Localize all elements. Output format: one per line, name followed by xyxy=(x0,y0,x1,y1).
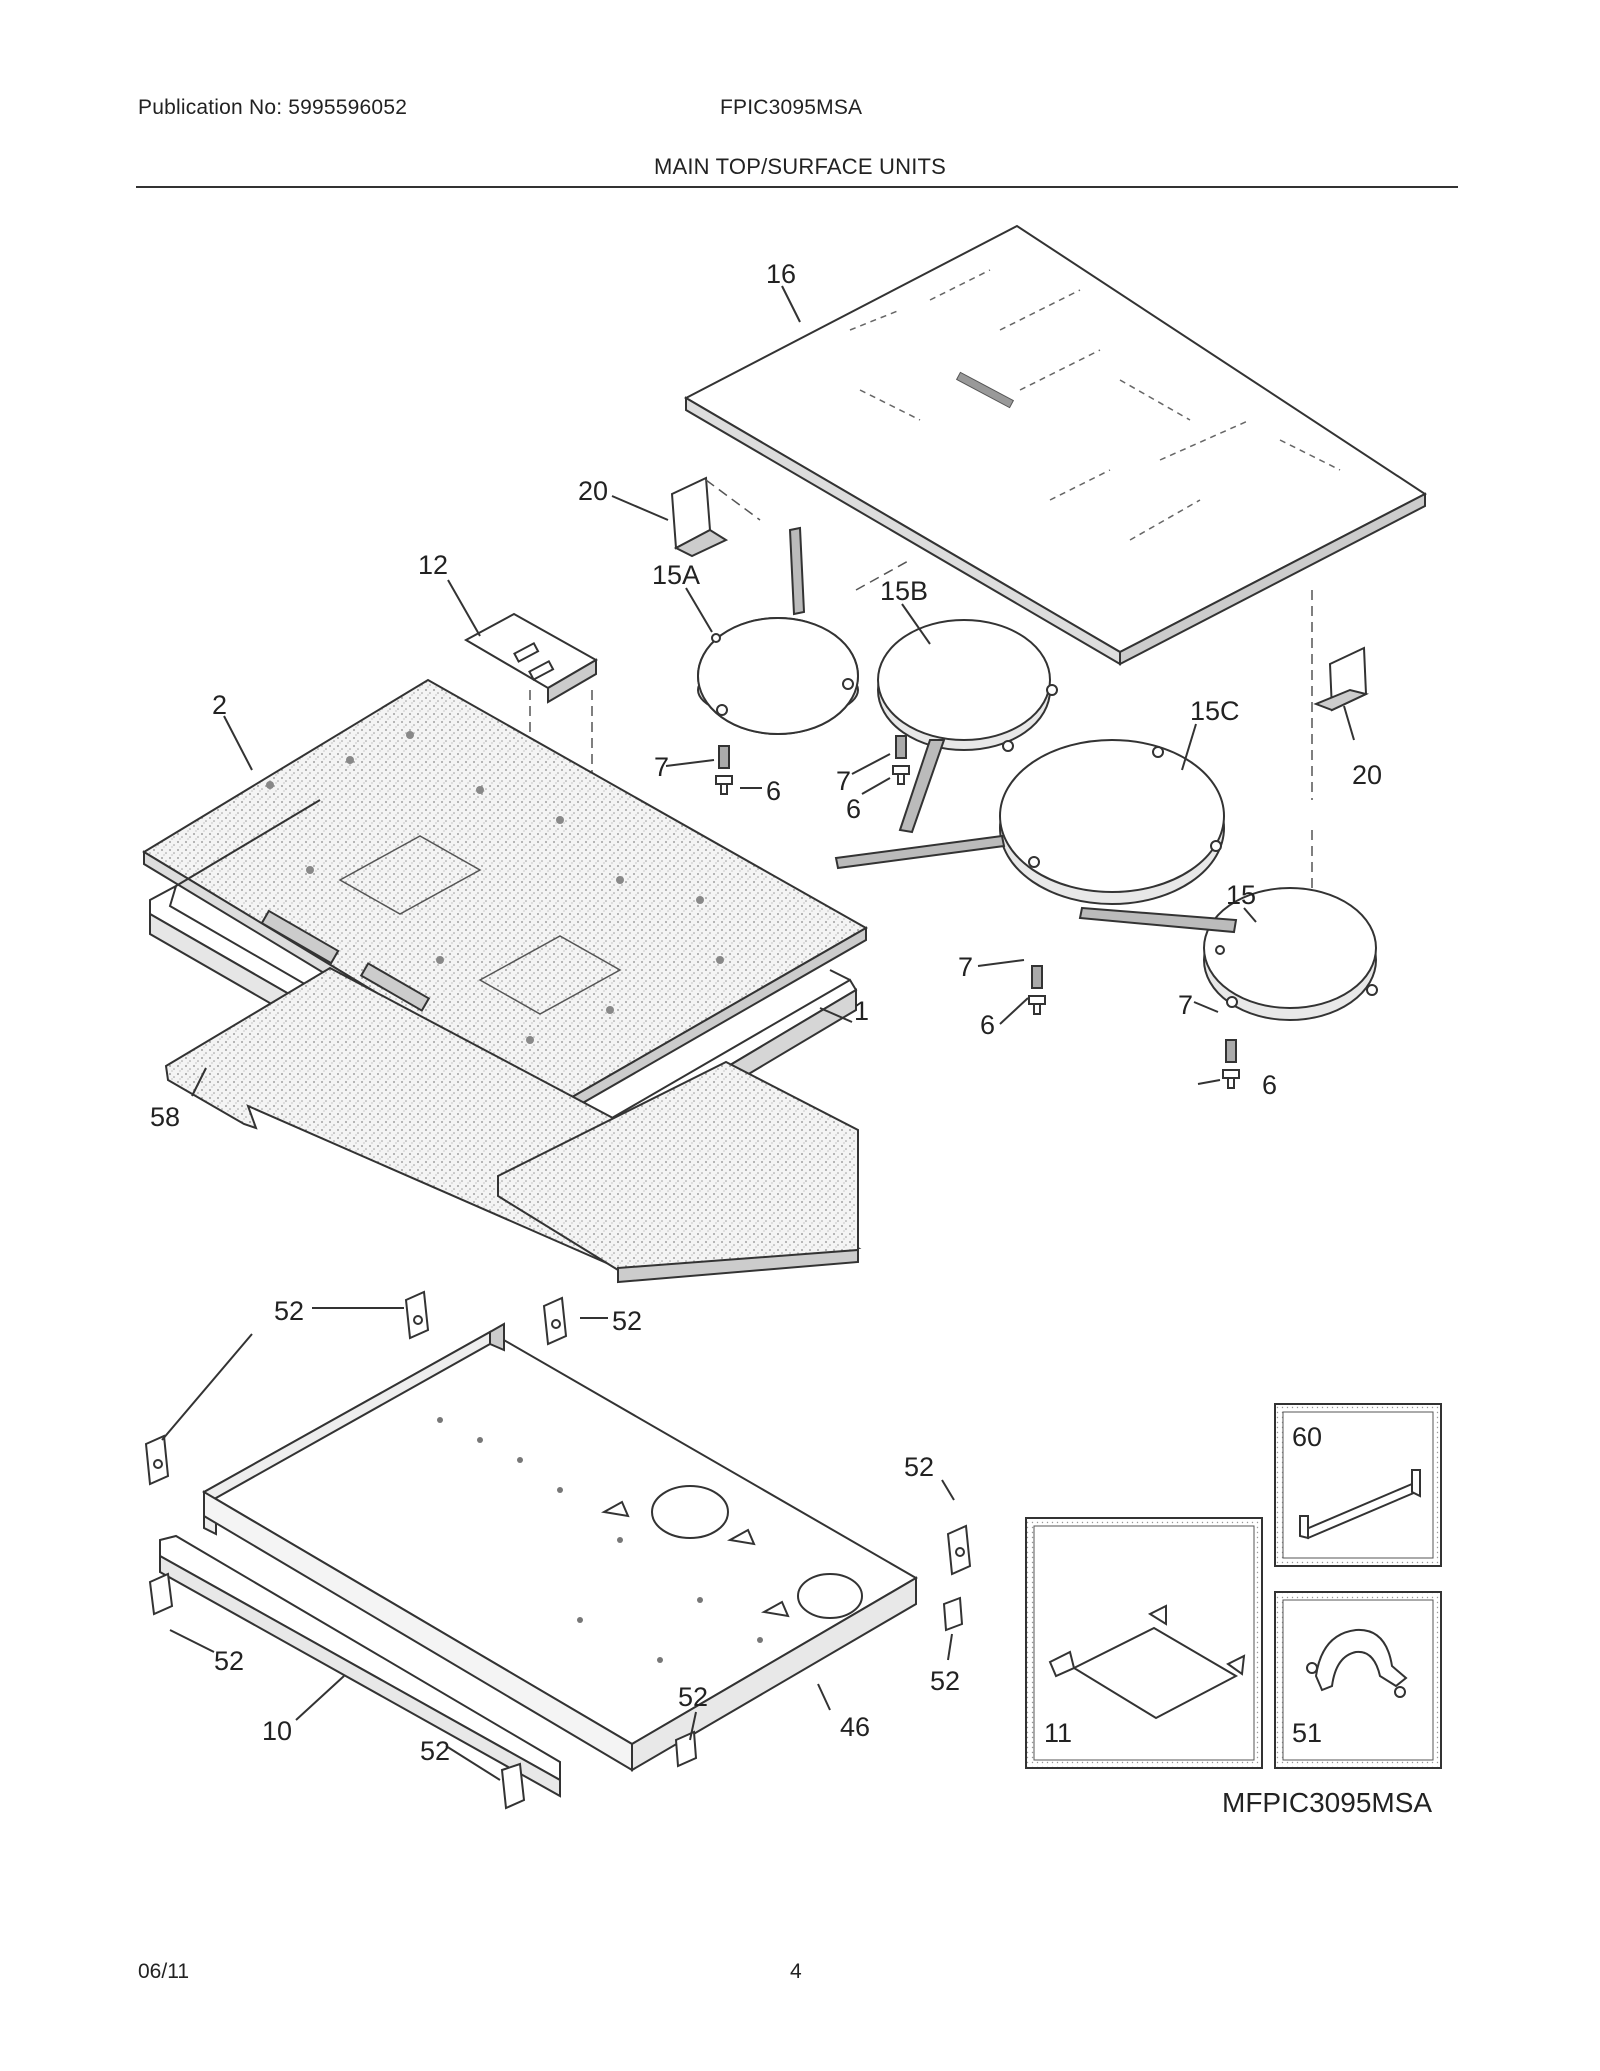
inset-frame-11 xyxy=(1025,1517,1263,1769)
callout-12: 12 xyxy=(418,550,448,580)
terminal-lead-15b xyxy=(898,739,946,834)
terminal-lead-15 xyxy=(1078,906,1238,934)
callout-52-left-lower: 52 xyxy=(214,1646,244,1676)
callout-15a: 15A xyxy=(652,560,700,590)
callout-2: 2 xyxy=(212,690,227,720)
callout-52-right-lower: 52 xyxy=(930,1666,960,1696)
callout-7-a: 7 xyxy=(654,752,669,782)
callout-60: 60 xyxy=(1292,1422,1322,1452)
surface-element-15c xyxy=(999,739,1225,905)
callout-15: 15 xyxy=(1226,880,1256,910)
callout-51: 51 xyxy=(1292,1718,1322,1748)
model-number: FPIC3095MSA xyxy=(720,96,863,119)
callout-6-a: 6 xyxy=(766,776,781,806)
callout-52-front-bottom: 52 xyxy=(420,1736,450,1766)
callout-15b: 15B xyxy=(880,576,928,606)
callout-46: 46 xyxy=(840,1712,870,1742)
callout-11: 11 xyxy=(1044,1718,1072,1748)
callout-16: 16 xyxy=(766,259,796,289)
callout-20-upper: 20 xyxy=(578,476,608,506)
callout-6-d: 6 xyxy=(1262,1070,1277,1100)
callout-20-right: 20 xyxy=(1352,760,1382,790)
header-divider xyxy=(136,186,1458,188)
callout-6-c: 6 xyxy=(980,1010,995,1040)
terminal-lead-15c xyxy=(834,834,1006,870)
callout-52-top-left: 52 xyxy=(274,1296,304,1326)
callout-52-top-right: 52 xyxy=(612,1306,642,1336)
bracket-part-upper xyxy=(670,476,729,558)
bracket-part-right xyxy=(1313,646,1369,712)
insulation-pad-lower xyxy=(164,966,862,1284)
mounting-hardware xyxy=(715,735,1240,1089)
callout-52-right-upper: 52 xyxy=(904,1452,934,1482)
clip-parts xyxy=(144,1290,972,1810)
chassis-box-part xyxy=(201,1322,918,1772)
callout-6-b: 6 xyxy=(846,794,861,824)
callout-7-c: 7 xyxy=(958,952,973,982)
publication-number: Publication No: 5995596052 xyxy=(138,96,408,119)
surface-element-15b xyxy=(877,619,1058,752)
callout-1: 1 xyxy=(854,996,869,1026)
callout-7-b: 7 xyxy=(836,766,851,796)
inset-frame-51 xyxy=(1274,1591,1442,1769)
callout-leaders xyxy=(161,285,1355,1781)
callout-58: 58 xyxy=(150,1102,180,1132)
callout-7-d: 7 xyxy=(1178,990,1193,1020)
bracket-part-center xyxy=(463,612,599,704)
inset-frame-60 xyxy=(1274,1403,1442,1567)
footer-date: 06/11 xyxy=(138,1960,189,1983)
callout-52-front-center: 52 xyxy=(678,1682,708,1712)
callout-10: 10 xyxy=(262,1716,292,1746)
surface-element-15 xyxy=(1203,887,1378,1021)
glass-cooktop-part xyxy=(683,224,1427,666)
front-trim-part xyxy=(159,1534,561,1798)
section-title: MAIN TOP/SURFACE UNITS xyxy=(653,154,947,179)
callout-15c: 15C xyxy=(1190,696,1240,726)
surface-element-15a xyxy=(697,617,859,735)
diagram-code: MFPIC3095MSA xyxy=(1222,1787,1432,1818)
footer-page-number: 4 xyxy=(790,1960,802,1983)
terminal-lead-15a xyxy=(788,526,806,616)
